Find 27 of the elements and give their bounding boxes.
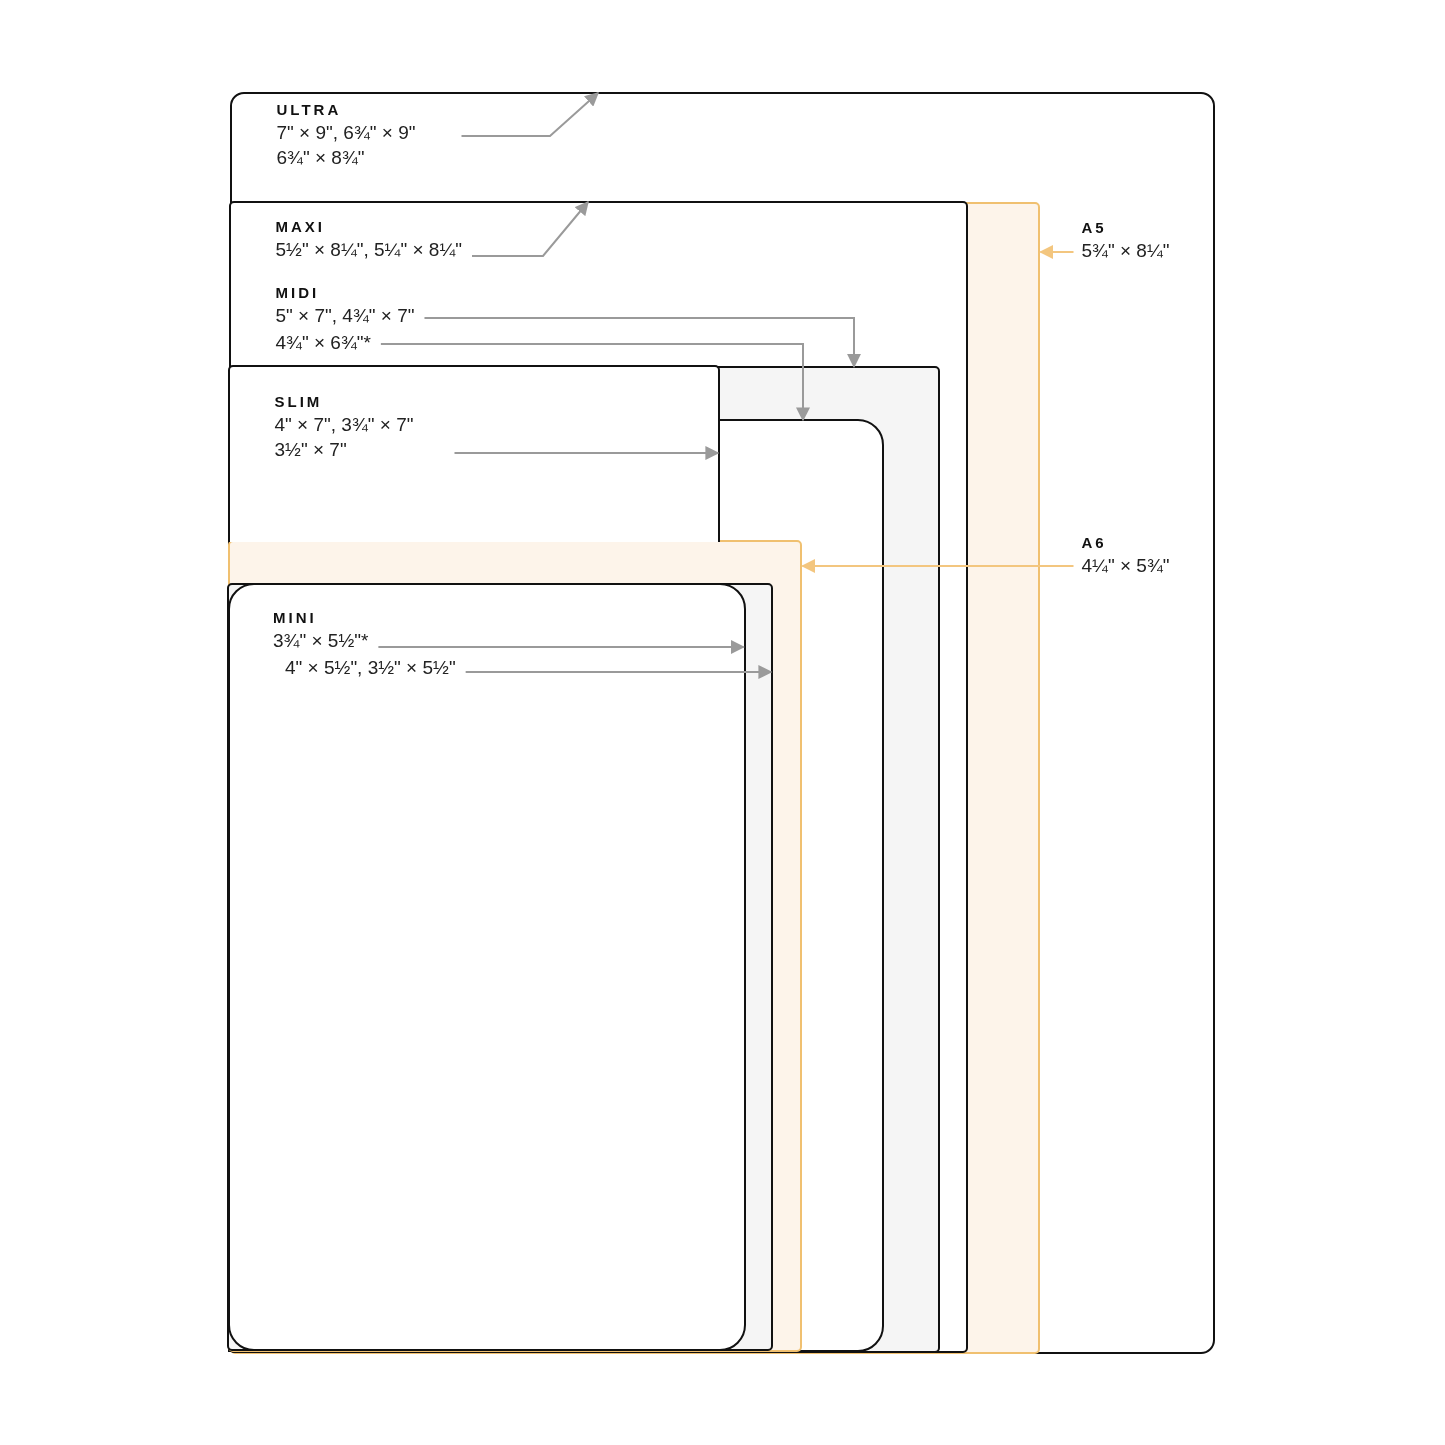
leader-arrow [464, 665, 773, 679]
leader-arrow [460, 92, 600, 137]
size-dimensions: 4" × 5½", 3½" × 5½" [285, 656, 456, 680]
size-name: A6 [1081, 532, 1108, 553]
size-dimensions: 5¾" × 8¼" [1081, 238, 1170, 263]
leader-arrow [471, 200, 589, 257]
leader-arrow [453, 446, 720, 460]
planner-outline [228, 365, 720, 542]
leader-arrow [1039, 245, 1075, 259]
size-dimensions: 4¾" × 6¾"* [275, 330, 371, 355]
size-name: MIDI [275, 282, 321, 303]
size-dimensions: 5" × 7", 4¾" × 7" [275, 303, 415, 328]
size-name: SLIM [274, 391, 324, 412]
size-dimensions: 3¾" × 5½"* [273, 629, 369, 653]
planner-outline [230, 92, 1215, 1354]
size-name: MINI [273, 608, 318, 628]
leader-arrow [423, 317, 861, 368]
size-dimensions: 7" × 9", 6¾" × 9" 6¾" × 8¾" [276, 120, 417, 170]
size-name: ULTRA [276, 99, 343, 120]
size-dimensions: 4¼" × 5¾" [1081, 553, 1170, 578]
leader-arrow [379, 343, 810, 422]
leader-arrow [377, 640, 745, 654]
size-dimensions: 5½" × 8¼", 5¼" × 8¼" [275, 237, 462, 262]
leader-arrow [801, 559, 1075, 573]
size-name: A5 [1081, 217, 1108, 238]
size-dimensions: 4" × 7", 3¾" × 7" 3½" × 7" [274, 412, 415, 462]
size-name: MAXI [275, 216, 326, 237]
